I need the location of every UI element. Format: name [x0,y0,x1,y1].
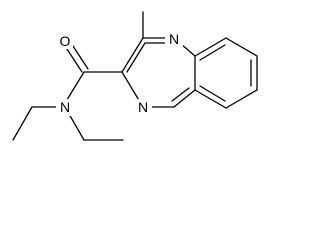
ring-nitrogen-upper-label: N [169,31,179,47]
bond-lines [12,11,258,141]
benzene-bond-4 [225,89,258,109]
carbonyl-double-bond-a [64,45,83,73]
chemical-structure-diagram: O N N N [12,11,258,141]
benzene-bond-1 [194,37,227,57]
n-ethyl-left-ch3 [12,106,33,141]
benzene-bond-5 [194,89,227,109]
benzene-bond-2 [225,37,258,57]
ring-bond-c3-c2 [121,37,144,73]
carbonyl-double-bond-b [70,42,89,70]
benzene-bond-1-inner [199,44,226,61]
amide-nitrogen-atom-label: N [60,99,70,115]
ring-bond-c8a-n1-inner [171,87,190,102]
oxygen-atom-label: O [60,33,71,49]
atom-labels: O N N N [56,30,183,116]
benzene-bond-5-inner [199,85,226,102]
carbonyl-to-n-bond [64,71,85,104]
ring-bond-c2-c3-inner [126,42,146,73]
ring-bond-c8a-n1 [173,89,196,108]
ring-nitrogen-lower-label: N [138,99,148,115]
